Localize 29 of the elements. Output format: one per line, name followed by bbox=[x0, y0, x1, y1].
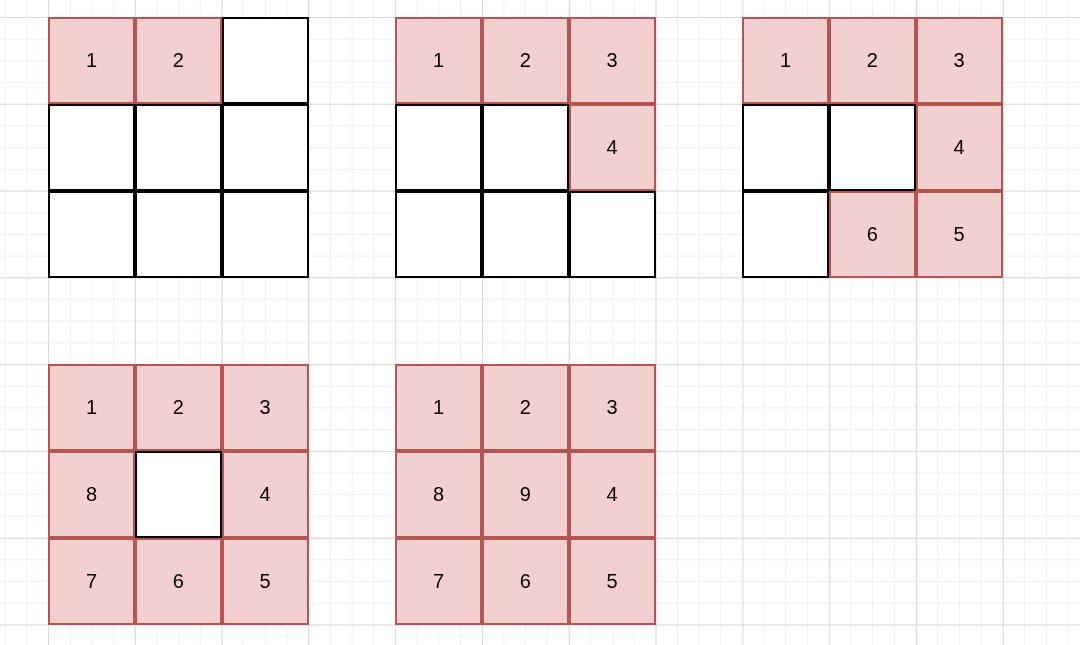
numbered-square: 1 bbox=[395, 364, 482, 451]
numbered-square: 2 bbox=[481, 364, 569, 451]
numbered-square: 1 bbox=[742, 17, 829, 104]
numbered-square: 1 bbox=[395, 17, 482, 104]
numbered-square: 6 bbox=[134, 537, 222, 625]
numbered-square: 3 bbox=[221, 364, 309, 451]
numbered-square: 2 bbox=[134, 364, 222, 451]
numbered-square: 9 bbox=[481, 450, 569, 538]
numbered-square: 3 bbox=[915, 17, 1003, 104]
numbered-square: 2 bbox=[481, 17, 569, 104]
numbered-square: 5 bbox=[915, 190, 1003, 278]
numbered-square: 6 bbox=[481, 537, 569, 625]
numbered-square: 4 bbox=[221, 450, 309, 538]
numbered-square: 3 bbox=[568, 364, 656, 451]
numbered-square: 4 bbox=[568, 450, 656, 538]
numbered-square: 2 bbox=[828, 17, 916, 104]
numbered-square: 3 bbox=[568, 17, 656, 104]
numbered-square: 7 bbox=[48, 537, 135, 625]
numbered-square: 7 bbox=[395, 537, 482, 625]
numbered-square: 8 bbox=[48, 450, 135, 538]
numbered-square: 2 bbox=[134, 17, 222, 104]
numbered-square: 6 bbox=[828, 190, 916, 278]
numbered-square: 8 bbox=[395, 450, 482, 538]
numbered-square: 5 bbox=[221, 537, 309, 625]
numbered-square: 4 bbox=[915, 103, 1003, 191]
numbered-square: 1 bbox=[48, 17, 135, 104]
numbered-square: 5 bbox=[568, 537, 656, 625]
numbered-square: 1 bbox=[48, 364, 135, 451]
numbered-square: 4 bbox=[568, 103, 656, 191]
